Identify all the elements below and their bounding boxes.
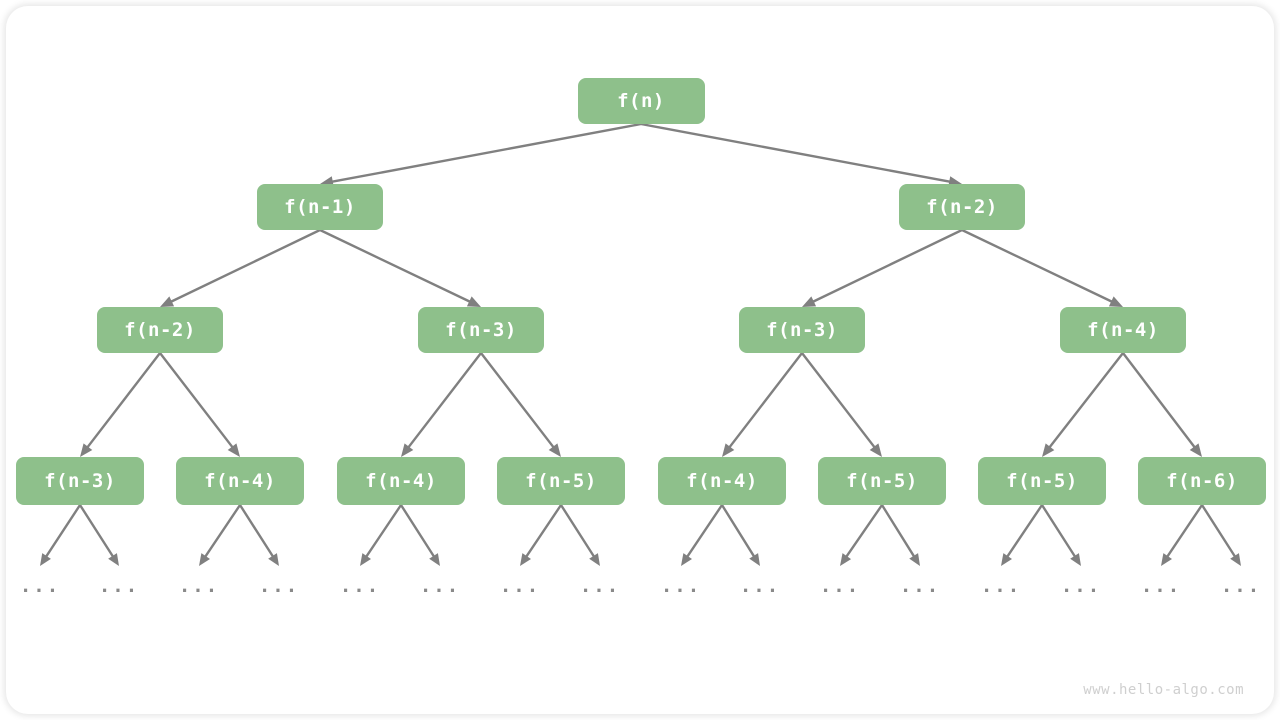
tree-node: f(n-1) [257, 184, 383, 230]
ellipsis-marker: ... [419, 575, 461, 597]
tree-node: f(n-3) [418, 307, 544, 353]
ellipsis-marker: ... [660, 575, 702, 597]
ellipsis-marker: ... [1060, 575, 1102, 597]
ellipsis-marker: ... [178, 575, 220, 597]
watermark: www.hello-algo.com [1083, 682, 1244, 698]
ellipsis-marker: ... [19, 575, 61, 597]
ellipsis-marker: ... [339, 575, 381, 597]
tree-node: f(n-5) [818, 457, 946, 505]
ellipsis-marker: ... [1140, 575, 1182, 597]
tree-node: f(n-3) [739, 307, 865, 353]
ellipsis-marker: ... [499, 575, 541, 597]
ellipsis-marker: ... [98, 575, 140, 597]
tree-node: f(n-3) [16, 457, 144, 505]
tree-node: f(n-6) [1138, 457, 1266, 505]
tree-node: f(n-2) [899, 184, 1025, 230]
ellipsis-marker: ... [899, 575, 941, 597]
ellipsis-marker: ... [739, 575, 781, 597]
tree-node: f(n-4) [658, 457, 786, 505]
ellipsis-marker: ... [1220, 575, 1262, 597]
tree-node: f(n-5) [497, 457, 625, 505]
tree-node: f(n-4) [176, 457, 304, 505]
tree-node: f(n-4) [1060, 307, 1186, 353]
ellipsis-marker: ... [258, 575, 300, 597]
tree-node: f(n-4) [337, 457, 465, 505]
ellipsis-marker: ... [579, 575, 621, 597]
ellipsis-marker: ... [819, 575, 861, 597]
ellipsis-marker: ... [980, 575, 1022, 597]
tree-node: f(n) [577, 78, 705, 124]
tree-node: f(n-2) [97, 307, 223, 353]
tree-node: f(n-5) [978, 457, 1106, 505]
